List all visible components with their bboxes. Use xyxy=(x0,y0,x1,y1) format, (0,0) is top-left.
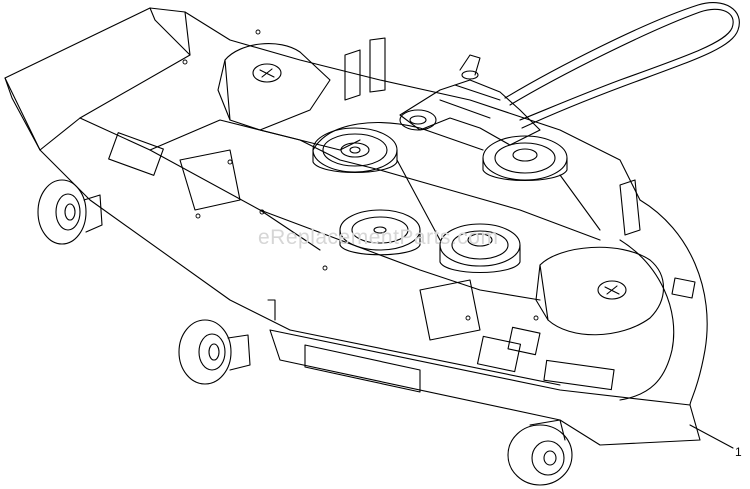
idler-tensioner xyxy=(399,54,541,146)
brand-plate xyxy=(304,344,421,393)
callout-leader xyxy=(689,424,734,449)
mounting-brackets xyxy=(179,37,641,341)
caster-wheel-left-rear xyxy=(37,179,103,245)
pulley-center-left xyxy=(339,209,421,256)
callout-number: 1 xyxy=(735,445,742,459)
deck-belt xyxy=(312,122,601,241)
pulley-center-right xyxy=(439,223,521,274)
left-pulley-cover xyxy=(217,43,361,151)
bolts xyxy=(182,29,539,321)
watermark: eReplacementParts.com xyxy=(258,226,499,249)
right-pulley-cover xyxy=(535,246,664,336)
caster-wheel-left-front xyxy=(178,319,251,385)
safety-decals xyxy=(108,132,696,391)
pulley-right-top xyxy=(482,135,568,181)
drive-belt xyxy=(504,2,740,129)
caster-wheel-right-front xyxy=(507,419,573,486)
deck-housing xyxy=(4,7,708,446)
pulley-left xyxy=(312,127,398,173)
